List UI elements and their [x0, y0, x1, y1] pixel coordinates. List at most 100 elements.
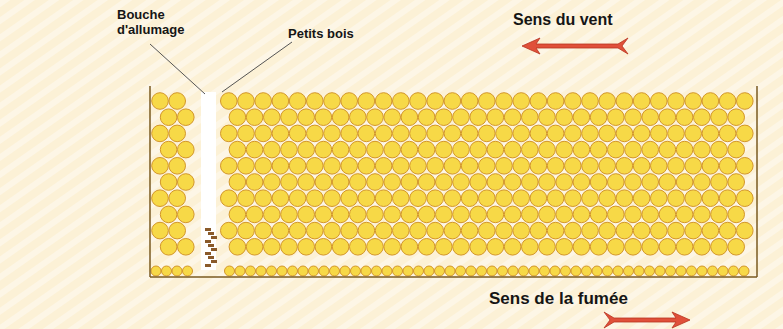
log	[590, 239, 607, 256]
log	[350, 206, 367, 223]
log	[152, 158, 169, 175]
log	[298, 109, 315, 126]
log	[504, 239, 521, 256]
log	[479, 190, 496, 207]
log	[160, 206, 177, 223]
log	[603, 266, 613, 276]
log	[246, 174, 263, 191]
log	[582, 190, 599, 207]
log	[332, 141, 349, 158]
kiln-wall	[756, 86, 758, 277]
log	[453, 239, 470, 256]
log	[264, 109, 281, 126]
log	[625, 141, 642, 158]
log	[315, 141, 332, 158]
log	[367, 239, 384, 256]
log	[625, 206, 642, 223]
smoke-arrow	[604, 312, 690, 328]
log	[307, 93, 324, 110]
log	[246, 266, 256, 276]
log	[246, 239, 263, 256]
log	[225, 266, 235, 276]
log	[582, 125, 599, 142]
log	[384, 239, 401, 256]
log	[307, 222, 324, 239]
log	[358, 158, 375, 175]
log	[372, 266, 382, 276]
log	[737, 125, 754, 142]
log	[410, 125, 427, 142]
log	[315, 174, 332, 191]
log	[358, 190, 375, 207]
log	[238, 93, 255, 110]
log	[729, 266, 739, 276]
log	[160, 109, 177, 126]
log	[718, 266, 728, 276]
log	[341, 190, 358, 207]
log	[340, 266, 350, 276]
log	[229, 239, 246, 256]
log	[256, 266, 266, 276]
log	[676, 266, 686, 276]
log	[264, 141, 281, 158]
log	[418, 239, 435, 256]
log	[272, 158, 289, 175]
log	[169, 158, 186, 175]
log	[307, 190, 324, 207]
log	[307, 158, 324, 175]
log	[711, 109, 728, 126]
log	[393, 222, 410, 239]
log	[668, 93, 685, 110]
log	[633, 158, 650, 175]
log	[332, 206, 349, 223]
log	[590, 174, 607, 191]
log	[711, 174, 728, 191]
log	[633, 93, 650, 110]
log	[162, 266, 172, 276]
log	[332, 109, 349, 126]
log	[427, 125, 444, 142]
log	[298, 206, 315, 223]
log	[384, 141, 401, 158]
log	[642, 239, 659, 256]
log	[272, 190, 289, 207]
log	[513, 222, 530, 239]
kiln-wall	[149, 86, 151, 277]
log	[668, 125, 685, 142]
log	[238, 158, 255, 175]
log	[479, 125, 496, 142]
log	[487, 239, 504, 256]
wind-arrow	[522, 38, 628, 54]
log	[719, 190, 736, 207]
log	[685, 190, 702, 207]
log	[289, 125, 306, 142]
log	[418, 141, 435, 158]
log	[616, 125, 633, 142]
log	[367, 206, 384, 223]
log	[341, 158, 358, 175]
log	[272, 93, 289, 110]
log	[694, 206, 711, 223]
log	[487, 206, 504, 223]
log	[573, 174, 590, 191]
log	[160, 239, 177, 256]
log	[456, 266, 466, 276]
log	[358, 125, 375, 142]
log	[633, 190, 650, 207]
log	[616, 93, 633, 110]
log	[530, 158, 547, 175]
log	[694, 109, 711, 126]
log	[573, 109, 590, 126]
log	[668, 222, 685, 239]
log	[436, 174, 453, 191]
log	[659, 174, 676, 191]
log	[608, 141, 625, 158]
log	[547, 158, 564, 175]
log	[367, 141, 384, 158]
log	[461, 158, 478, 175]
log	[539, 206, 556, 223]
log	[309, 266, 319, 276]
log	[711, 141, 728, 158]
log	[238, 222, 255, 239]
